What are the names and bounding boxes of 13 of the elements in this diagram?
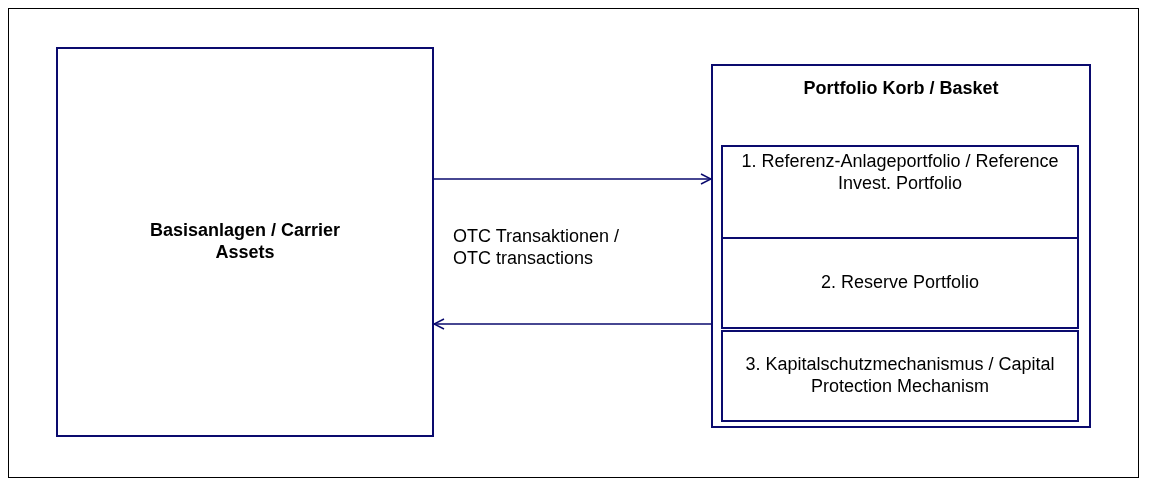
process-box: [721, 330, 1079, 422]
node-text: Basisanlagen / Carrier Assets: [148, 220, 342, 264]
node-text: 2. Reserve Portfolio: [820, 272, 980, 294]
node-text: Portfolio Korb / Basket: [803, 78, 999, 100]
node-text: 3. Kapitalschutzmechanismus / Capital Protection Mechanism: [744, 354, 1056, 398]
process-box: [721, 145, 1079, 239]
arrow: [433, 318, 712, 330]
process-box: [721, 237, 1079, 329]
process-box: [56, 47, 434, 437]
arrow: [433, 173, 712, 185]
process-box: [711, 64, 1091, 428]
arrow-label: OTC Transaktionen / OTC transactions: [453, 226, 621, 270]
node-text: 1. Referenz-Anlageportfolio / Reference Invest. Portfolio: [740, 151, 1060, 195]
